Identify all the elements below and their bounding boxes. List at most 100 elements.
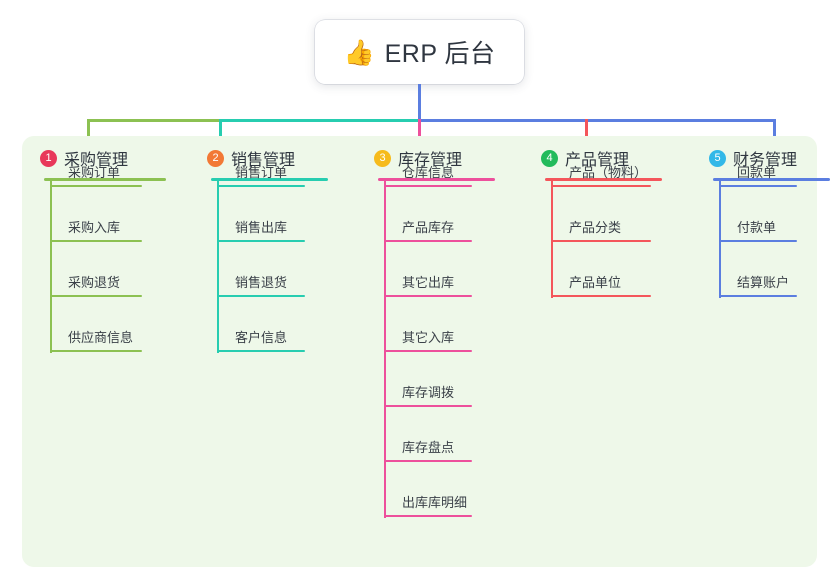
- branch-header-1[interactable]: 1 采购管理: [26, 145, 128, 171]
- branch-item-label: 销售订单: [235, 165, 288, 180]
- branch-item-label: 付款单: [737, 220, 777, 235]
- branch-item-rule: [50, 240, 142, 242]
- branch-header-3[interactable]: 3 库存管理: [360, 145, 462, 171]
- root-stem-connector: [418, 84, 421, 121]
- branch-item[interactable]: 销售出库: [217, 216, 305, 242]
- branch-item-label: 库存盘点: [402, 440, 455, 455]
- branch-item[interactable]: 销售订单: [217, 161, 305, 187]
- branch-header-2[interactable]: 2 销售管理: [193, 145, 295, 171]
- branch-item-rule: [384, 515, 472, 517]
- drop-connector-3: [418, 119, 421, 147]
- branch-item-rule: [719, 240, 797, 242]
- bus-segment-teal: [219, 119, 419, 122]
- branch-item-label: 其它出库: [402, 275, 455, 290]
- branch-rule-3: [378, 178, 495, 181]
- branch-title-4: 产品管理: [565, 152, 630, 169]
- branch-item[interactable]: 回款单: [719, 161, 797, 187]
- branch-item-label: 客户信息: [235, 330, 288, 345]
- bus-segment-blue: [418, 119, 776, 122]
- branch-column-5: 5 财务管理回款单付款单结算账户: [695, 145, 830, 298]
- branch-item-label: 采购订单: [68, 165, 121, 180]
- branch-item[interactable]: 库存调拨: [384, 381, 472, 407]
- branch-badge-5: 5: [709, 149, 726, 167]
- branch-item-rule: [719, 185, 797, 187]
- branch-item-rule: [551, 185, 651, 187]
- branch-item-label: 仓库信息: [402, 165, 455, 180]
- drop-connector-4: [585, 119, 588, 147]
- branch-badge-2: 2: [207, 149, 224, 167]
- branch-rule-1: [44, 178, 166, 181]
- branch-item-label: 出库库明细: [402, 495, 468, 510]
- branch-item-label: 产品单位: [569, 275, 622, 290]
- branch-item[interactable]: 采购入库: [50, 216, 142, 242]
- branch-item-label: 采购退货: [68, 275, 121, 290]
- branch-item-rule: [384, 295, 472, 297]
- branch-item[interactable]: 采购退货: [50, 271, 142, 297]
- drop-connector-2: [219, 119, 222, 147]
- branch-item[interactable]: 采购订单: [50, 161, 142, 187]
- branch-item[interactable]: 产品分类: [551, 216, 651, 242]
- branch-item-label: 回款单: [737, 165, 777, 180]
- branch-badge-3: 3: [374, 149, 391, 167]
- branch-item-rule: [719, 295, 797, 297]
- root-node[interactable]: 👍 ERP 后台: [315, 20, 524, 84]
- branch-item-rule: [384, 405, 472, 407]
- branch-spine-4: [551, 179, 553, 298]
- branch-item[interactable]: 出库库明细: [384, 491, 472, 517]
- branch-column-3: 3 库存管理仓库信息产品库存其它出库其它入库库存调拨库存盘点出库库明细: [360, 145, 495, 518]
- branch-item-label: 产品库存: [402, 220, 455, 235]
- branch-item-label: 采购入库: [68, 220, 121, 235]
- branch-item[interactable]: 产品（物料）: [551, 161, 651, 187]
- branch-spine-5: [719, 179, 721, 298]
- branch-item-rule: [217, 295, 305, 297]
- branch-header-5[interactable]: 5 财务管理: [695, 145, 797, 171]
- branch-item-rule: [217, 240, 305, 242]
- branch-item-rule: [384, 240, 472, 242]
- branch-item-label: 库存调拨: [402, 385, 455, 400]
- branch-item[interactable]: 付款单: [719, 216, 797, 242]
- branch-item-label: 供应商信息: [68, 330, 134, 345]
- branch-item-rule: [217, 350, 305, 352]
- branch-item-label: 销售出库: [235, 220, 288, 235]
- branch-item[interactable]: 库存盘点: [384, 436, 472, 462]
- branch-title-1: 采购管理: [64, 152, 129, 169]
- branch-item[interactable]: 仓库信息: [384, 161, 472, 187]
- branch-item-rule: [50, 350, 142, 352]
- branch-item-rule: [50, 295, 142, 297]
- branch-title-3: 库存管理: [398, 152, 463, 169]
- branch-spine-2: [217, 179, 219, 353]
- branch-item[interactable]: 其它入库: [384, 326, 472, 352]
- bus-segment-green: [87, 119, 220, 122]
- branch-badge-1: 1: [40, 149, 57, 167]
- drop-connector-5: [773, 119, 776, 147]
- branch-item[interactable]: 销售退货: [217, 271, 305, 297]
- branch-item-rule: [217, 185, 305, 187]
- branch-rule-4: [545, 178, 662, 181]
- drop-connector-1: [87, 119, 90, 147]
- branch-item-rule: [50, 185, 142, 187]
- branch-item[interactable]: 其它出库: [384, 271, 472, 297]
- root-node-title: ERP 后台: [384, 40, 496, 68]
- branch-item[interactable]: 供应商信息: [50, 326, 142, 352]
- branch-item[interactable]: 产品单位: [551, 271, 651, 297]
- branch-item-label: 其它入库: [402, 330, 455, 345]
- branch-rule-5: [713, 178, 830, 181]
- branch-item[interactable]: 结算账户: [719, 271, 797, 297]
- branch-item[interactable]: 客户信息: [217, 326, 305, 352]
- thumbs-up-icon: 👍: [343, 38, 375, 67]
- branch-item-rule: [551, 240, 651, 242]
- branch-item-label: 产品分类: [569, 220, 622, 235]
- branch-spine-3: [384, 179, 386, 518]
- branch-rule-2: [211, 178, 328, 181]
- branch-title-5: 财务管理: [733, 152, 798, 169]
- branch-column-1: 1 采购管理采购订单采购入库采购退货供应商信息: [26, 145, 166, 353]
- branch-spine-1: [50, 179, 52, 353]
- branch-item-label: 销售退货: [235, 275, 288, 290]
- branch-item-label: 结算账户: [737, 275, 790, 290]
- branch-item[interactable]: 产品库存: [384, 216, 472, 242]
- branch-item-rule: [384, 185, 472, 187]
- branch-title-2: 销售管理: [231, 152, 296, 169]
